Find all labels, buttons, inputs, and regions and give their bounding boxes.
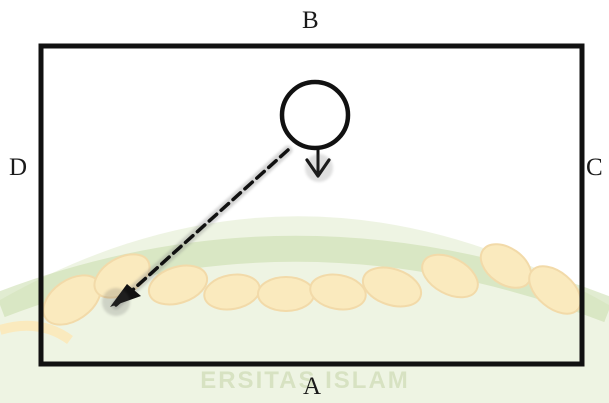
side-label-c: C [586,154,603,181]
watermark-rope [42,243,582,326]
court-boundary [38,43,585,367]
watermark-text: ERSITAS ISLAM [200,367,410,394]
short-move-arrow-icon [305,146,333,182]
side-label-a: A [303,373,322,400]
watermark-logo: ERSITAS ISLAM [0,216,609,403]
player-circle-icon [279,79,351,151]
side-label-b: B [302,7,319,34]
side-label-d: D [9,154,28,181]
long-move-dashed-arrow-icon [102,145,293,316]
watermark-wave-left [0,320,73,345]
